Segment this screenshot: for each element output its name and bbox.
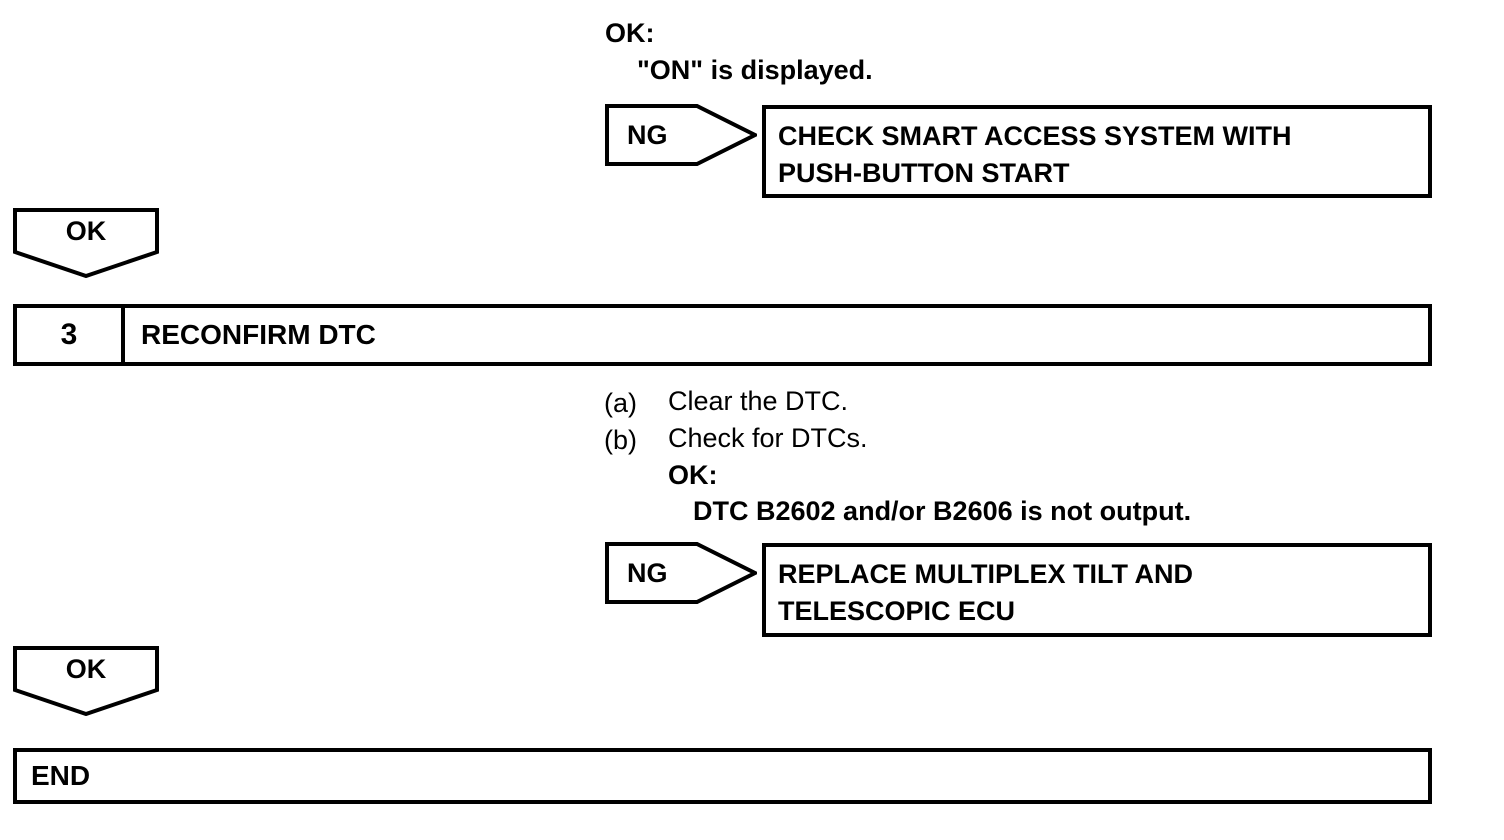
action-box-1-line-2: PUSH-BUTTON START: [778, 158, 1070, 188]
action-box-1-line-1: CHECK SMART ACCESS SYSTEM WITH: [778, 121, 1292, 151]
step-3-number: 3: [17, 308, 125, 362]
action-box-2-line-1: REPLACE MULTIPLEX TILT AND: [778, 559, 1193, 589]
ok-connector-2: OK: [13, 646, 159, 716]
ng-arrow-2: NG: [605, 542, 757, 604]
step-3-header: 3 RECONFIRM DTC: [13, 304, 1432, 366]
action-box-replace-ecu: REPLACE MULTIPLEX TILT AND TELESCOPIC EC…: [762, 543, 1432, 637]
top-ok-detail: "ON" is displayed.: [637, 55, 873, 85]
ng-arrow-1: NG: [605, 104, 757, 166]
ok-pentagon-shape-icon: [13, 208, 159, 278]
ng-arrow-1-label: NG: [627, 119, 668, 150]
ok-connector-2-label: OK: [65, 653, 107, 684]
instruction-text-b: Check for DTCs.: [668, 423, 868, 453]
ng-arrow-shape-icon: [605, 542, 757, 604]
ok-connector-1-label: OK: [65, 215, 107, 246]
ok-pentagon-shape-icon: [13, 646, 159, 716]
step-3-ok-detail: DTC B2602 and/or B2606 is not output.: [693, 496, 1192, 526]
end-box: END: [13, 748, 1432, 804]
ng-arrow-2-label: NG: [627, 557, 668, 588]
instruction-marker-a: (a): [604, 388, 637, 418]
instruction-text-a: Clear the DTC.: [668, 386, 849, 416]
instruction-marker-b: (b): [604, 425, 637, 455]
step-3-title: RECONFIRM DTC: [141, 319, 376, 350]
ok-connector-1: OK: [13, 208, 159, 278]
step-3-ok-label: OK:: [668, 460, 718, 490]
action-box-2-line-2: TELESCOPIC ECU: [778, 596, 1016, 626]
ng-arrow-shape-icon: [605, 104, 757, 166]
top-ok-label: OK:: [605, 18, 655, 48]
action-box-check-smart-access: CHECK SMART ACCESS SYSTEM WITH PUSH-BUTT…: [762, 105, 1432, 198]
